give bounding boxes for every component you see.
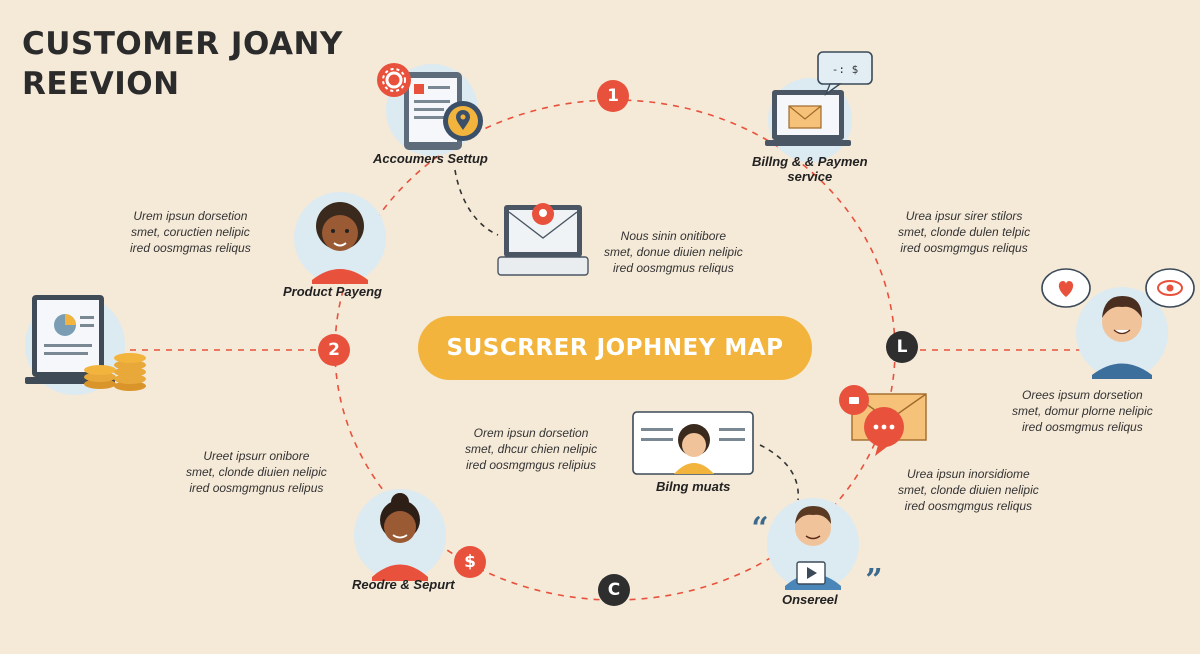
text-line: ired oosmgmgus relipius xyxy=(466,458,597,472)
heart-icon xyxy=(1041,268,1091,308)
text-line: Urea ipsun inorsidiome xyxy=(907,467,1030,481)
text-line: smet, dhcur chien nelipic xyxy=(465,442,598,456)
stage-label-product-paying: Product Payeng xyxy=(283,284,382,299)
text-line: ired oosmgmus reliqus xyxy=(613,261,734,275)
svg-text:”: ” xyxy=(865,563,882,598)
step-badge-2: 2 xyxy=(318,334,350,366)
text-line: ired oosmgmgnus relipus xyxy=(189,481,324,495)
text-line: Urem ipsun dorsetion xyxy=(133,209,248,223)
message-envelope-icon xyxy=(839,385,927,456)
stage-label-accounts-setup: Accoumers Settup xyxy=(373,151,488,166)
text-block-center-low: Orem ipsun dorsetion smet, dhcur chien n… xyxy=(465,425,597,473)
center-map-label: SUSCRRER JOPHNEY MAP xyxy=(418,316,812,380)
text-line: Nous sinin onitibore xyxy=(620,229,727,243)
svg-text:-: $: -: $ xyxy=(832,63,859,76)
connector-card-user xyxy=(759,444,800,501)
text-line: ired oosmgmgus reliqus xyxy=(900,241,1028,255)
text-line: smet, coructien nelipic xyxy=(131,225,250,239)
text-line: smet, clonde diuien nelipic xyxy=(186,465,327,479)
text-line: Orees ipsum dorsetion xyxy=(1022,388,1143,402)
envelope-icon xyxy=(788,105,822,129)
text-block-left-top: Urem ipsun dorsetion smet, coructien nel… xyxy=(130,208,251,256)
text-line: smet, clonde dulen telpic xyxy=(898,225,1031,239)
text-line: Ureet ipsurr onibore xyxy=(203,449,310,463)
svg-text:“: “ xyxy=(751,511,768,546)
text-line: ired oosmgmus reliqus xyxy=(1022,420,1143,434)
text-line: smet, donue diuien nelipic xyxy=(604,245,743,259)
product-paying-avatar xyxy=(294,192,386,284)
text-block-left-low: Ureet ipsurr onibore smet, clonde diuien… xyxy=(186,448,327,496)
coins-icon xyxy=(84,353,146,391)
profile-card-icon xyxy=(632,411,754,475)
text-line: Orem ipsun dorsetion xyxy=(473,426,589,440)
text-line: ired oosmgmas reliqus xyxy=(130,241,251,255)
play-icon xyxy=(796,561,826,585)
text-line: smet, domur plorne nelipic xyxy=(1012,404,1153,418)
billing-payment-line-2: service xyxy=(787,169,833,184)
mail-laptop-icon xyxy=(497,203,589,276)
text-block-right-low: Urea ipsun inorsidiome smet, clonde diui… xyxy=(898,466,1039,514)
stage-label-billing-meats: Bilng muats xyxy=(656,479,731,494)
text-block-mid-laptop: Nous sinin onitibore smet, donue diuien … xyxy=(604,228,743,276)
text-block-right-top: Urea ipsur sirer stilors smet, clonde du… xyxy=(898,208,1030,256)
map-pin-icon xyxy=(443,101,483,141)
stage-label-onsereel: Onsereel xyxy=(782,592,838,607)
support-avatar xyxy=(354,489,446,581)
step-badge-1: 1 xyxy=(597,80,629,112)
eye-icon xyxy=(1145,268,1195,308)
dollar-badge: $ xyxy=(454,546,486,578)
page-title-line-1: CUSTOMER JOANY xyxy=(22,26,343,62)
step-badge-L: L xyxy=(886,331,918,363)
quote-icon: “ ” xyxy=(751,511,882,598)
page-title-line-2: REEVION xyxy=(22,66,180,102)
stage-label-reodre-support: Reodre & Sepurt xyxy=(352,577,455,592)
billing-payment-line-1: Billng & & Paymen xyxy=(752,154,868,169)
step-badge-C: C xyxy=(598,574,630,606)
text-line: ired oosmgmgus reliqus xyxy=(904,499,1033,513)
page-title: CUSTOMER JOANY REEVION xyxy=(22,24,343,104)
text-block-right-mid: Orees ipsum dorsetion smet, domur plorne… xyxy=(1012,387,1153,435)
stage-label-billing-payment: Billng & & Paymen service xyxy=(752,154,868,184)
gear-icon xyxy=(377,63,411,97)
customer-avatar-right xyxy=(1076,287,1168,379)
chat-bubble-icon: -: $ xyxy=(817,51,873,96)
onsereel-avatar xyxy=(767,498,859,590)
text-line: Urea ipsur sirer stilors xyxy=(905,209,1023,223)
connector-setup-laptop xyxy=(454,169,499,236)
text-line: smet, clonde diuien nelipic xyxy=(898,483,1039,497)
